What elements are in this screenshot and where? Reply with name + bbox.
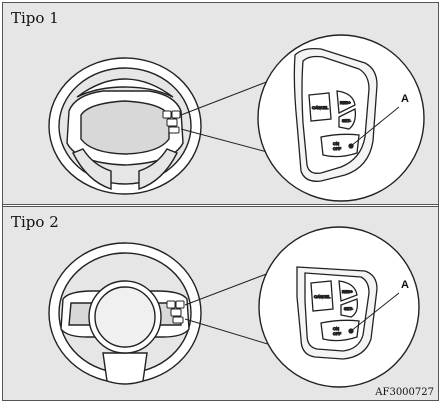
panel-divider (3, 204, 438, 207)
magnifier-leader-lines-1 (180, 80, 272, 154)
callout-a-2: A (401, 279, 409, 291)
panel-tipo-1: CANCEL RES+ SET- ON OFF Tipo 1 A (3, 3, 438, 204)
panel-title-2: Tipo 2 (11, 213, 59, 231)
detail-res-label-2: RES+ (342, 289, 353, 294)
wheel-button-cluster-2 (166, 300, 185, 324)
figure-frame: CANCEL RES+ SET- ON OFF Tipo 1 A (2, 2, 439, 401)
callout-a-1: A (401, 93, 409, 105)
detail-on-label-2: ON (333, 326, 339, 331)
detail-cancel-label-2: CANCEL (314, 294, 331, 299)
detail-cancel-label-1: CANCEL (312, 105, 329, 110)
magnifier-leader-lines-2 (184, 272, 272, 346)
detail-res-label-1: RES+ (340, 100, 351, 105)
callout-a-leader-1 (350, 106, 400, 147)
switch-detail-1: CANCEL RES+ SET- ON OFF (293, 47, 378, 182)
detail-set-label-2: SET- (344, 306, 354, 311)
steering-wheel-diagram-2: CANCEL RES+ SET- ON OFF (48, 226, 420, 388)
detail-off-label-2: OFF (333, 331, 342, 336)
wheel-button-cluster-1 (162, 110, 181, 134)
steering-wheel-diagram-1: CANCEL RES+ SET- ON OFF (48, 34, 425, 202)
detail-set-label-1: SET- (342, 118, 352, 123)
panel-title-1: Tipo 1 (11, 9, 59, 27)
steering-wheel-1 (48, 57, 202, 195)
figure-code: AF3000727 (375, 387, 434, 398)
panel-tipo-2: CANCEL RES+ SET- ON OFF Tipo 2 A AF30007… (3, 207, 438, 400)
steering-wheel-2 (48, 242, 202, 385)
switch-detail-2: CANCEL RES+ SET- ON OFF (296, 266, 378, 360)
callout-a-leader-2 (350, 292, 400, 332)
detail-on-label-1: ON (333, 141, 339, 146)
detail-off-label-1: OFF (333, 146, 342, 151)
